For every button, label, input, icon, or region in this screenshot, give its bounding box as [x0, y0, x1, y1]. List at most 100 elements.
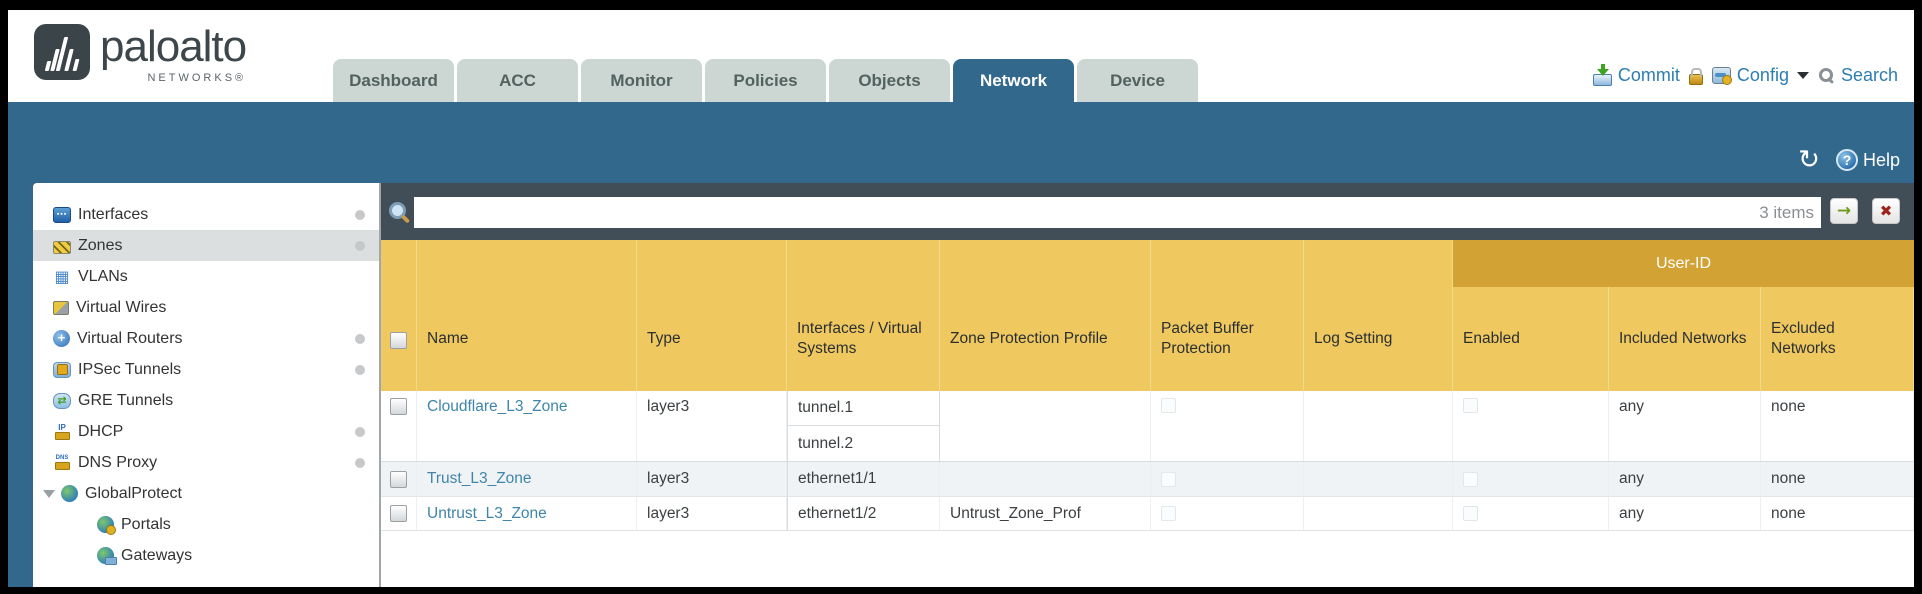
- sidebar-item-gateways[interactable]: Gateways: [33, 540, 379, 571]
- config-icon: [1711, 67, 1732, 85]
- config-menu-button[interactable]: Config: [1711, 65, 1809, 86]
- column-header-enabled[interactable]: Enabled: [1453, 287, 1609, 391]
- packet-buffer-protection-checkbox[interactable]: [1161, 471, 1176, 487]
- sidebar-item-dhcp[interactable]: DHCP: [33, 416, 379, 447]
- commit-button[interactable]: Commit: [1592, 63, 1680, 86]
- top-actions: Commit Config Search: [1592, 63, 1898, 86]
- column-header-excluded-networks[interactable]: Excluded Networks: [1761, 287, 1914, 391]
- tab-acc[interactable]: ACC: [457, 59, 578, 102]
- zone-protection-profile: Untrust_Zone_Prof: [940, 497, 1151, 530]
- status-dot: [355, 457, 365, 468]
- zone-interfaces: tunnel.1 tunnel.2: [787, 391, 940, 461]
- sidebar-item-virtual-wires[interactable]: Virtual Wires: [33, 292, 379, 323]
- teal-header-band: ↻ ? Help: [8, 102, 1914, 183]
- status-dot: [355, 364, 365, 375]
- table-row-untrust-l3-zone: Untrust_L3_Zone layer3 ethernet1/2 Untru…: [381, 496, 1914, 531]
- dhcp-icon: [53, 424, 71, 440]
- zone-type: layer3: [637, 462, 787, 496]
- collapse-triangle-icon[interactable]: [43, 489, 55, 498]
- sidebar-item-portals[interactable]: Portals: [33, 509, 379, 540]
- zone-protection-profile: [940, 462, 1151, 496]
- excluded-networks: none: [1761, 497, 1914, 530]
- log-setting: [1304, 391, 1453, 461]
- network-sidebar: Interfaces Zones VLANs Virtual Wires: [33, 183, 381, 587]
- tab-dashboard[interactable]: Dashboard: [333, 59, 454, 102]
- table-row-trust-l3-zone: Trust_L3_Zone layer3 ethernet1/1 any non…: [381, 461, 1914, 496]
- column-header-name[interactable]: Name: [417, 240, 637, 391]
- zones-main-panel: 3 items → ✖ Name Type Interfaces / Virtu…: [381, 183, 1914, 587]
- column-header-zone-protection-profile[interactable]: Zone Protection Profile: [940, 240, 1151, 391]
- status-dot: [355, 333, 365, 344]
- zone-name-link[interactable]: Trust_L3_Zone: [427, 470, 532, 487]
- packet-buffer-protection-checkbox[interactable]: [1161, 506, 1176, 521]
- zone-type: layer3: [637, 391, 787, 461]
- log-setting: [1304, 497, 1453, 530]
- dns-proxy-icon: [53, 455, 71, 471]
- sidebar-item-ipsec-tunnels[interactable]: IPSec Tunnels: [33, 354, 379, 385]
- row-checkbox[interactable]: [390, 505, 407, 522]
- status-dot: [355, 426, 365, 437]
- sidebar-item-vlans[interactable]: VLANs: [33, 261, 379, 292]
- brand-name: paloalto: [100, 22, 247, 71]
- tab-objects[interactable]: Objects: [829, 59, 950, 102]
- select-all-checkbox[interactable]: [390, 332, 407, 349]
- tab-policies[interactable]: Policies: [705, 59, 826, 102]
- column-header-packet-buffer-protection[interactable]: Packet Buffer Protection: [1151, 240, 1304, 391]
- tab-device[interactable]: Device: [1077, 59, 1198, 102]
- packet-buffer-protection-checkbox[interactable]: [1161, 398, 1176, 413]
- sidebar-item-dns-proxy[interactable]: DNS Proxy: [33, 447, 379, 478]
- sidebar-item-zones[interactable]: Zones: [33, 230, 379, 261]
- globalprotect-icon: [61, 485, 78, 502]
- column-header-type[interactable]: Type: [637, 240, 787, 391]
- tab-monitor[interactable]: Monitor: [581, 59, 702, 102]
- portals-icon: [97, 516, 116, 535]
- tab-network[interactable]: Network: [953, 59, 1074, 102]
- clear-filter-button[interactable]: ✖: [1872, 198, 1900, 224]
- included-networks: any: [1609, 391, 1761, 461]
- brand-subtitle: NETWORKS®: [147, 72, 247, 84]
- search-icon: [1818, 67, 1835, 84]
- row-checkbox[interactable]: [390, 470, 407, 488]
- content-area: Interfaces Zones VLANs Virtual Wires: [8, 183, 1914, 587]
- zones-icon: [53, 240, 71, 254]
- sidebar-item-globalprotect[interactable]: GlobalProtect: [33, 478, 379, 509]
- zone-protection-profile: [940, 391, 1151, 461]
- zones-table-header: Name Type Interfaces / Virtual Systems Z…: [381, 240, 1914, 391]
- ipsec-tunnels-icon: [53, 361, 71, 378]
- help-button[interactable]: ? Help: [1835, 149, 1900, 171]
- apply-filter-button[interactable]: →: [1830, 198, 1858, 224]
- zone-interfaces: ethernet1/1: [787, 462, 940, 496]
- panos-app: paloalto NETWORKS® Dashboard ACC Monitor…: [8, 10, 1914, 587]
- interface-item: tunnel.1: [788, 391, 939, 426]
- zone-name-link[interactable]: Cloudflare_L3_Zone: [427, 398, 568, 415]
- vlans-icon: [53, 269, 71, 285]
- virtual-routers-icon: [53, 330, 70, 347]
- excluded-networks: none: [1761, 462, 1914, 496]
- help-icon: ?: [1835, 149, 1858, 171]
- excluded-networks: none: [1761, 391, 1914, 461]
- row-checkbox[interactable]: [390, 398, 407, 415]
- filter-input[interactable]: [414, 197, 1821, 228]
- included-networks: any: [1609, 462, 1761, 496]
- gateways-icon: [97, 547, 117, 565]
- search-button[interactable]: Search: [1818, 65, 1898, 86]
- zone-type: layer3: [637, 497, 787, 530]
- refresh-icon[interactable]: ↻: [1798, 145, 1820, 175]
- user-id-enabled-checkbox[interactable]: [1463, 398, 1478, 413]
- zone-name-link[interactable]: Untrust_L3_Zone: [427, 504, 547, 522]
- user-id-group-header: User-ID: [1453, 240, 1914, 287]
- virtual-wires-icon: [53, 300, 69, 315]
- column-header-log-setting[interactable]: Log Setting: [1304, 240, 1453, 391]
- interface-item: tunnel.2: [798, 434, 854, 452]
- chevron-down-icon: [1796, 72, 1809, 79]
- column-header-interfaces[interactable]: Interfaces / Virtual Systems: [787, 240, 940, 391]
- user-id-enabled-checkbox[interactable]: [1463, 506, 1478, 521]
- sidebar-item-interfaces[interactable]: Interfaces: [33, 199, 379, 230]
- column-header-included-networks[interactable]: Included Networks: [1609, 287, 1761, 391]
- top-bar: paloalto NETWORKS® Dashboard ACC Monitor…: [8, 10, 1914, 102]
- lock-icon[interactable]: [1688, 67, 1703, 85]
- sidebar-item-virtual-routers[interactable]: Virtual Routers: [33, 323, 379, 354]
- sidebar-item-gre-tunnels[interactable]: GRE Tunnels: [33, 385, 379, 416]
- user-id-enabled-checkbox[interactable]: [1463, 471, 1478, 487]
- included-networks: any: [1609, 497, 1761, 530]
